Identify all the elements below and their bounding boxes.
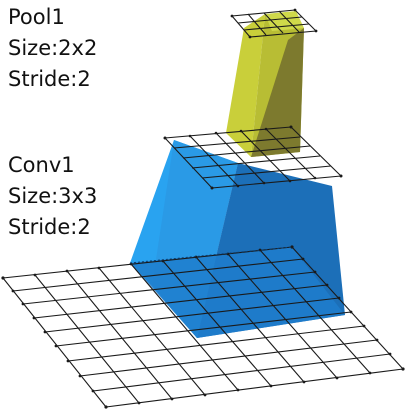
conv-volume — [130, 140, 345, 338]
pool-grid — [231, 9, 317, 38]
pool-name: Pool1 — [8, 5, 65, 29]
pool-stride: Stride:2 — [8, 67, 91, 91]
pool-volume — [226, 11, 304, 157]
conv-receptive-field-edge — [129, 246, 293, 264]
conv-name: Conv1 — [8, 153, 75, 177]
pool-layer-label: Pool1 Size:2x2 Stride:2 — [8, 2, 97, 95]
pool-size: Size:2x2 — [8, 36, 98, 60]
conv-grid-nodes — [163, 125, 343, 190]
pool-volume-top-face — [265, 11, 304, 31]
conv-size: Size:3x3 — [8, 184, 98, 208]
pool-volume-right-face — [251, 28, 304, 157]
input-grid — [2, 246, 404, 408]
pool-volume-left-face — [226, 14, 265, 157]
pool-grid-nodes — [230, 8, 318, 39]
conv-receptive-field-patch — [130, 247, 345, 338]
conv-stride: Stride:2 — [8, 215, 91, 239]
conv-grid — [164, 126, 342, 189]
conv-layer-label: Conv1 Size:3x3 Stride:2 — [8, 150, 97, 243]
input-grid-nodes — [1, 245, 405, 409]
